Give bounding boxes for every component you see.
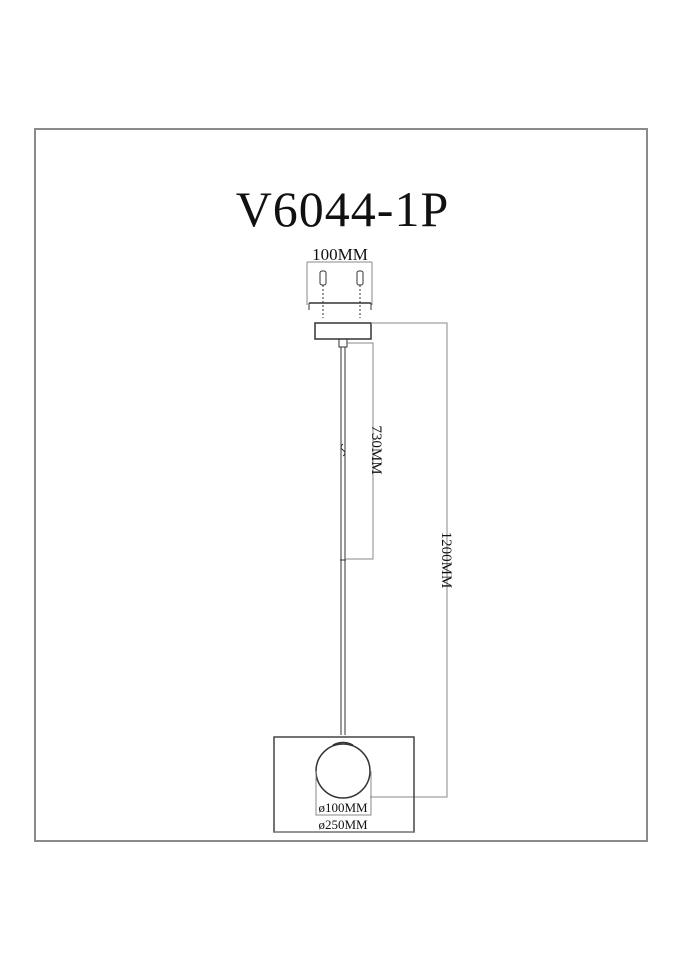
canopy-width-label: 100MM	[312, 245, 368, 264]
globe-diameter-dimension: ø100MM	[315, 771, 372, 816]
globe-diameter-label: ø100MM	[318, 800, 368, 815]
shade-diameter-dimension: ø250MM	[274, 817, 414, 833]
canopy-width-dimension: 100MM	[306, 245, 373, 305]
suspension-rod	[340, 347, 346, 735]
total-height-label: 1200MM	[438, 532, 454, 589]
glass-globe-icon	[315, 741, 371, 799]
canopy-icon	[314, 322, 372, 340]
shade-diameter-label: ø250MM	[318, 817, 368, 832]
total-height-dimension: 1200MM	[370, 322, 454, 798]
rod-length-label: 730MM	[368, 425, 384, 474]
drawing-frame	[34, 128, 648, 842]
rod-length-dimension: 730MM	[346, 342, 384, 560]
model-title: V6044-1P	[235, 181, 450, 237]
mounting-screws-icon	[308, 270, 372, 318]
canopy-connector-icon	[338, 338, 348, 348]
